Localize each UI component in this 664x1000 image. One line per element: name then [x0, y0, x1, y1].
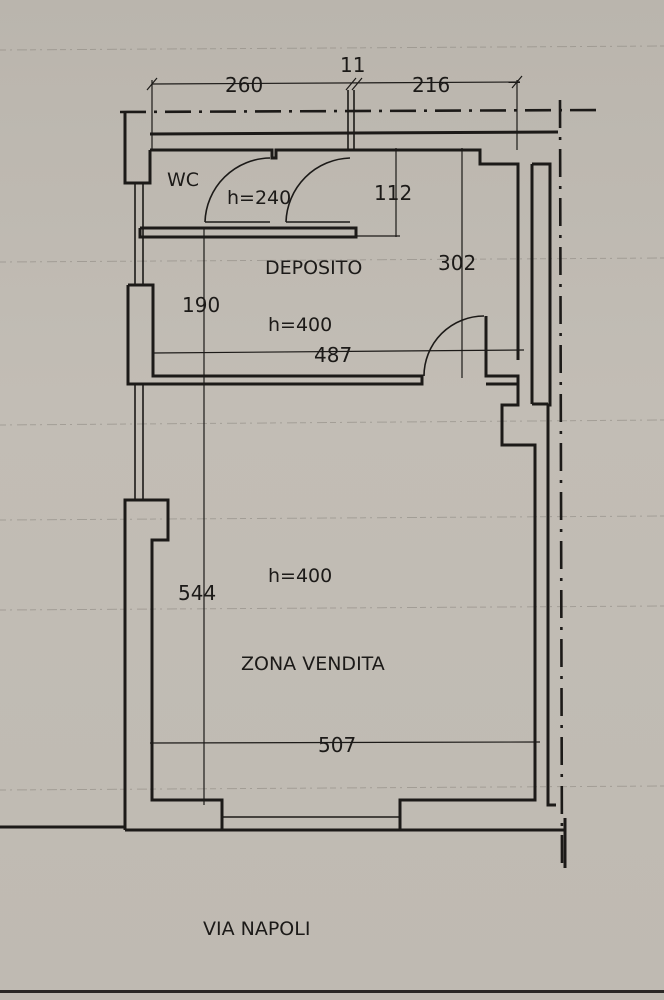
dimension-lines	[146, 75, 541, 805]
scan-artifacts	[0, 45, 664, 791]
dimension-labels: 260 11 216 112 302 487 190 544 507	[178, 53, 476, 757]
street-label: VIA NAPOLI	[203, 918, 310, 940]
room-labels: WC h=240 DEPOSITO h=400 h=400 ZONA VENDI…	[167, 169, 385, 940]
property-boundary-axis	[119, 99, 601, 871]
walls	[0, 112, 567, 868]
room-wc-label: WC	[167, 169, 199, 191]
dim-260: 260	[225, 73, 263, 97]
room-wc-height: h=240	[227, 187, 291, 209]
room-vendita-height: h=400	[268, 565, 332, 587]
partitions	[347, 90, 355, 150]
dim-112: 112	[374, 181, 412, 205]
dim-302: 302	[438, 251, 476, 275]
room-deposito-label: DEPOSITO	[265, 257, 362, 279]
dim-190: 190	[182, 293, 220, 317]
dim-544: 544	[178, 581, 216, 605]
dim-216: 216	[412, 73, 450, 97]
dim-507: 507	[318, 733, 356, 757]
deposito-door	[423, 315, 485, 377]
dim-11: 11	[340, 53, 365, 77]
wc-door-2	[285, 157, 351, 223]
wc-door-1	[204, 157, 271, 223]
street-edge-line	[0, 990, 664, 993]
doors	[204, 157, 485, 377]
room-vendita-label: ZONA VENDITA	[241, 653, 385, 675]
room-deposito-height: h=400	[268, 314, 332, 336]
dim-487: 487	[314, 343, 352, 367]
